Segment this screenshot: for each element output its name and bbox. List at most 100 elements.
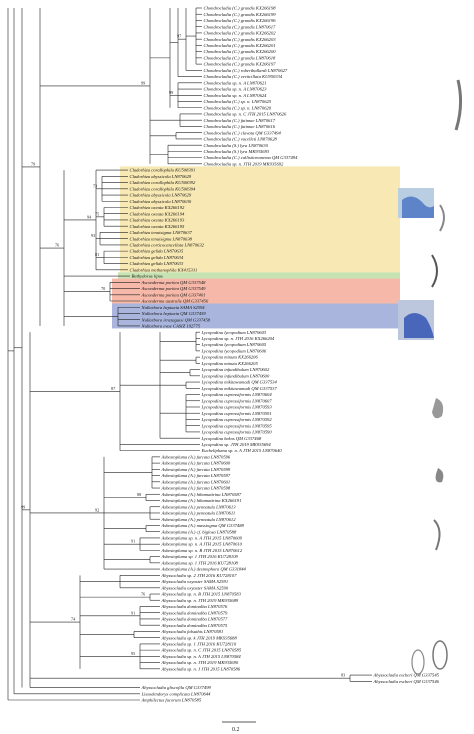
tip-label: Euchelipluma sp. n. A JTH 2015 LN870640 (201, 448, 283, 453)
tip-label: Cladorhiza abyssicola LN870630 (130, 199, 192, 204)
nullarbora-clade-highlight (112, 303, 400, 329)
tip-label: Chondrocladia (S.) lyra LN870630 (204, 143, 269, 148)
tip-label: Chondrocladia sp. n. C JTH 2015 LN870626 (204, 112, 287, 117)
tip-label: Asbestopluma sp. 1 JTH 2016 KU728108 (161, 560, 239, 565)
tip-label: Abyssocladia dominalba LN870579 (161, 610, 229, 615)
tip-label: Abyssocladia oxyaster SAMA S2590 (161, 585, 229, 590)
cladorhiza-clade-highlight (120, 166, 400, 273)
tip-label: Chondrocladia sp. n. A LN870624 (204, 93, 268, 98)
tip-label: Chondrocladia (C.) robertballardi LN8706… (204, 68, 288, 73)
tip-label: Chondrocladia (C.) fatimae LN870617 (204, 118, 276, 123)
support-value: 92 (95, 507, 99, 512)
tip-label: Asbestopluma sp. 1 JTH 2016 KU728109 (161, 554, 239, 559)
sponge-icon (432, 398, 444, 419)
tip-label: Asbestopluma (A.) furcata LN870596 (161, 454, 231, 459)
support-value: 91 (131, 539, 135, 544)
tip-label: Cladorhiza abyssicola LN870629 (130, 174, 192, 179)
tip-label: Abyssocladia escheri QM G337545 (373, 673, 440, 678)
tip-label: Chondrocladia sp. n. A LN870623 (204, 87, 268, 92)
support-value: 83 (341, 673, 345, 678)
support-value: 74 (71, 617, 76, 622)
tip-label: Chondrocladia (C.) grandis KX266202 (204, 31, 277, 36)
tip-label: Chondrocladia (C.) sp. n. LN870625 (204, 99, 272, 104)
tip-label: Chondrocladia (C.) grandis KX266196 (204, 18, 277, 23)
tip-label: Asconderma poritea QM G337401 (141, 292, 206, 297)
asconderma-clade-highlight (112, 278, 400, 304)
tip-label: Cladorhiza gelida LN870633 (130, 261, 184, 266)
tip-label: Chondrocladia (C.) grandis KX266201 (204, 43, 276, 48)
tip-label: Abyssocladia sp. n. JTH 2019 MK935690 (161, 660, 239, 665)
support-value: 99 (169, 90, 173, 95)
bathydorus-clade-highlight (118, 272, 400, 279)
tip-label: Abyssocladia dominalba LN870577 (161, 617, 229, 622)
tip-label: Lycopodina mikitawamadi QM G337537 (201, 386, 278, 391)
spicule-icon (454, 79, 463, 131)
tip-label: Cladorhiza gelida LN870635 (130, 249, 184, 254)
support-value: 93 (91, 233, 95, 238)
tip-label: Lissodendoryx complicata LN870644 (141, 691, 212, 696)
tip-label: Abyssocladia sp. n. B JTH 2015 LN870583 (161, 592, 242, 597)
support-value: 97 (177, 34, 181, 39)
tip-label: Cladorhiza tenuisigma LN870638 (130, 236, 193, 241)
support-value: 70 (101, 286, 105, 291)
tip-label: Asbestopluma (A.) furcata LN870599 (161, 467, 231, 472)
tip-label: Asbestopluma (A.) massiogma QM G337488 (161, 523, 245, 528)
tip-label: Nullarbora heptaxia SAMA S2594 (141, 305, 206, 310)
tip-label: Chondrocladia (C.) grandis KX266197 (204, 62, 277, 67)
spicule-icon (433, 519, 441, 551)
tip-label: Lycopodina lycopodium LN870603 (201, 330, 267, 335)
tip-label: Asconderma australis QM G337456 (141, 299, 209, 304)
tip-label: Nullarbora heptaxia QM G337459 (141, 311, 207, 316)
tip-label: Lycopodina cupressiformis LN870590 (201, 430, 273, 435)
support-value: 75 (95, 211, 99, 216)
spicule-icon (439, 204, 445, 232)
tip-label: Chondrocladia (C.) clavata QM G337494 (204, 130, 282, 135)
support-value: 81 (95, 252, 99, 257)
tip-label: Abyssocladia sp. k JTH 2019 MK935688 (161, 635, 238, 640)
tip-label: Lycopodina minuta KX266205 (201, 361, 259, 366)
tip-label: Abyssocladia sp. n. JTH 2019 MK935689 (161, 598, 239, 603)
tip-label: Lycopodina sp. JTH 2019 MK935694 (201, 442, 272, 447)
tip-label: Cladorhiza oxeata KX266195 (130, 224, 185, 229)
tip-label: Asbestopluma sp. n. A JTH 2015 LN870609 (161, 536, 243, 541)
tip-label: Abyssocladia gliscofila QM G337499 (141, 685, 212, 690)
tip-label: Lycopodina cupressiformis LN870593 (201, 405, 273, 410)
tip-label: Chondrocladia (C.) grandis KX266199 (204, 12, 277, 17)
tip-label: Cladorhiza gelida LN870634 (130, 255, 184, 260)
tip-label: Lycopodina mikitawamadi QM G337534 (201, 380, 278, 385)
tip-label: Cladorhiza oxeata KX266194 (130, 211, 185, 216)
support-values: 9799999473759381707679878891927691957483… (21, 34, 345, 678)
tip-label: Lycopodina infundibulum LN870600 (201, 373, 270, 378)
tip-label: Chondrocladia (C.) grandis KX266203 (204, 37, 277, 42)
tip-label: Cladorhiza oxeata KX266193 (130, 218, 185, 223)
tip-label: Lycopodina cupressiformis LN870604 (201, 392, 273, 397)
scale-bar-label: 0.2 (232, 727, 240, 733)
tip-label: Cladorhiza corallophila KU508394 (130, 186, 196, 191)
tip-label: Cladorhiza corallophila KU508392 (130, 180, 196, 185)
tip-label: Chondrocladia (C.) verticillata KU950334 (204, 74, 283, 79)
tip-label: Chondrocladia (C.) grandis KX266198 (204, 6, 277, 11)
spicule-icon (411, 649, 425, 675)
tip-label: Asbestopluma (A.) furcata LN870601 (161, 479, 231, 484)
tip-label: Chondrocladia (C.) grandis KX266200 (204, 49, 277, 54)
tip-label: Chondrocladia (C.) grandis LN870618 (204, 55, 277, 60)
tip-label: Nullarbora evae CASIZ 192775 (141, 324, 201, 329)
tip-label: Chondrocladia sp. n. A LN870621 (204, 80, 267, 85)
clade-highlights (112, 166, 400, 329)
tip-label: Chondrocladia sp. n. JTH 2019 MK935692 (204, 161, 285, 166)
tip-label: Asbestopluma (A.) cf. biglosa LN870588 (161, 529, 237, 534)
tip-label: Lycopodina lycopodium LN870605 (201, 342, 267, 347)
tip-label: Lycopodina sp. n. JTH 2016 KX266204 (201, 336, 275, 341)
tip-label: Asbestopluma (A.) desmophora QM G331844 (161, 567, 247, 572)
tip-label: Asbestopluma sp. n. A JTH 2015 LN870610 (161, 542, 243, 547)
tip-label: Cladorhiza corticocancellata LN870632 (130, 243, 205, 248)
tip-label: Asbestopluma (A.) pennatula LN870611 (161, 511, 236, 516)
tip-label: Lycopodina minuta KX266206 (201, 355, 259, 360)
support-value: 99 (141, 80, 145, 85)
support-value: 76 (141, 592, 145, 597)
sponge-icon (435, 468, 444, 483)
tip-label: Asbestopluma (A.) pennatula LN870613 (161, 504, 237, 509)
tip-labels: Chondrocladia (C.) grandis KX266198Chond… (130, 6, 440, 703)
tip-label: Abyssocladia escheri QM G337546 (373, 679, 440, 684)
spicule-icon (432, 640, 448, 670)
